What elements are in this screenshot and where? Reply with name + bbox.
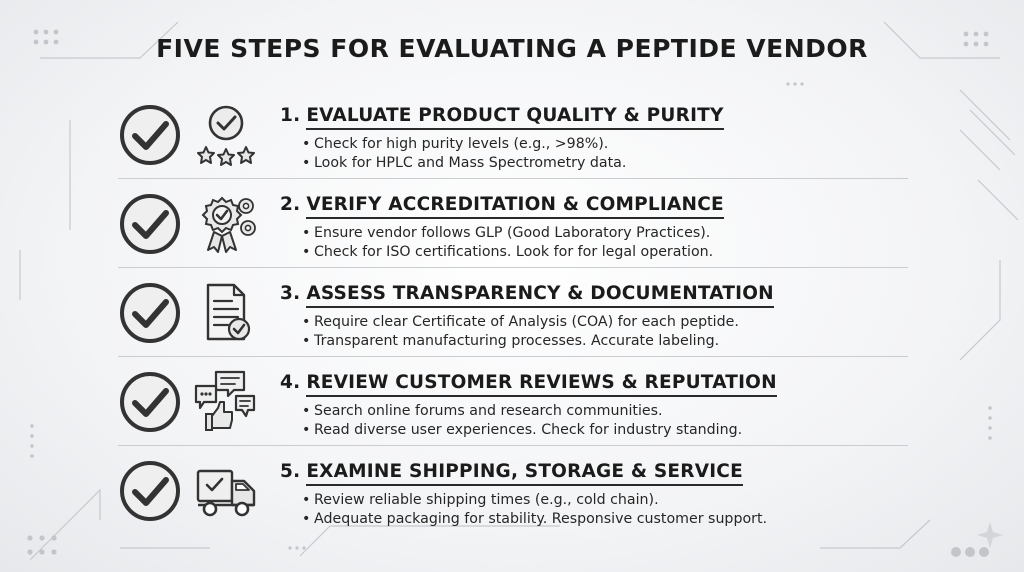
step-number: 2. [280, 194, 301, 215]
step-1: 1.EVALUATE PRODUCT QUALITY & PURITY Chec… [110, 103, 910, 191]
step-title: VERIFY ACCREDITATION & COMPLIANCE [306, 194, 724, 219]
step-heading: 1.EVALUATE PRODUCT QUALITY & PURITY [280, 105, 724, 130]
step-number: 1. [280, 105, 301, 126]
step-bullets: Review reliable shipping times (e.g., co… [302, 491, 767, 529]
bullet-item: Ensure vendor follows GLP (Good Laborato… [302, 224, 713, 243]
bullet-item: Check for ISO certifications. Look for f… [302, 243, 713, 262]
badge-stars-icon [197, 105, 255, 166]
step-title: EXAMINE SHIPPING, STORAGE & SERVICE [306, 461, 743, 486]
step-title: REVIEW CUSTOMER REVIEWS & REPUTATION [306, 372, 777, 397]
chat-thumbs-up-icon [194, 370, 256, 431]
step-bullets: Ensure vendor follows GLP (Good Laborato… [302, 224, 713, 262]
step-bullets: Require clear Certificate of Analysis (C… [302, 313, 739, 351]
bullet-item: Search online forums and research commun… [302, 402, 742, 421]
step-title: EVALUATE PRODUCT QUALITY & PURITY [306, 105, 724, 130]
step-heading: 4.REVIEW CUSTOMER REVIEWS & REPUTATION [280, 372, 777, 397]
check-circle-icon [120, 194, 180, 254]
bullet-item: Look for HPLC and Mass Spectrometry data… [302, 154, 626, 173]
divider [118, 267, 908, 268]
check-circle-icon [120, 372, 180, 432]
delivery-truck-icon [196, 469, 256, 517]
step-number: 5. [280, 461, 301, 482]
bullet-item: Review reliable shipping times (e.g., co… [302, 491, 767, 510]
step-3: 3.ASSESS TRANSPARENCY & DOCUMENTATION Re… [110, 281, 910, 369]
bullet-item: Transparent manufacturing processes. Acc… [302, 332, 739, 351]
step-number: 4. [280, 372, 301, 393]
check-circle-icon [120, 283, 180, 343]
bullet-item: Read diverse user experiences. Check for… [302, 421, 742, 440]
check-circle-icon [120, 461, 180, 521]
bullet-item: Require clear Certificate of Analysis (C… [302, 313, 739, 332]
page-title: FIVE STEPS FOR EVALUATING A PEPTIDE VEND… [156, 34, 868, 63]
step-title: ASSESS TRANSPARENCY & DOCUMENTATION [306, 283, 774, 308]
step-2: 2.VERIFY ACCREDITATION & COMPLIANCE Ensu… [110, 192, 910, 280]
step-number: 3. [280, 283, 301, 304]
divider [118, 445, 908, 446]
award-gears-icon [201, 196, 256, 253]
bullet-item: Adequate packaging for stability. Respon… [302, 510, 767, 529]
bullet-item: Check for high purity levels (e.g., >98%… [302, 135, 626, 154]
document-check-icon [206, 283, 251, 341]
check-circle-icon [120, 105, 180, 165]
step-heading: 2.VERIFY ACCREDITATION & COMPLIANCE [280, 194, 724, 219]
step-heading: 5.EXAMINE SHIPPING, STORAGE & SERVICE [280, 461, 743, 486]
step-bullets: Check for high purity levels (e.g., >98%… [302, 135, 626, 173]
step-bullets: Search online forums and research commun… [302, 402, 742, 440]
step-heading: 3.ASSESS TRANSPARENCY & DOCUMENTATION [280, 283, 774, 308]
divider [118, 356, 908, 357]
step-5: 5.EXAMINE SHIPPING, STORAGE & SERVICE Re… [110, 459, 910, 547]
divider [118, 178, 908, 179]
step-4: 4.REVIEW CUSTOMER REVIEWS & REPUTATION S… [110, 370, 910, 458]
